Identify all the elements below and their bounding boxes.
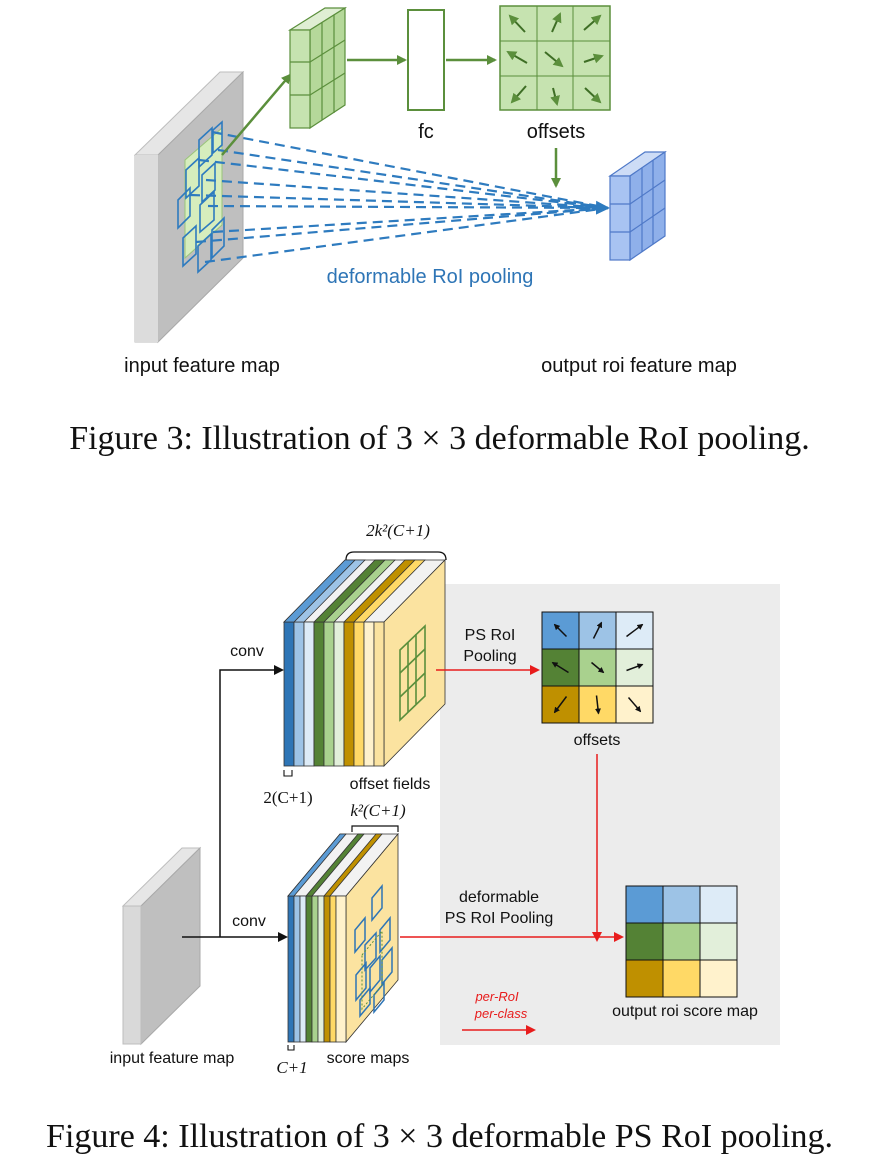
- offset-arrow-icon: [591, 661, 605, 674]
- offset-arrow-icon: [594, 695, 601, 715]
- fig4-c1-label: C+1: [276, 1058, 307, 1077]
- fig4-score-dim-label: k²(C+1): [350, 801, 406, 820]
- figure-4-caption: Figure 4: Illustration of 3 × 3 deformab…: [46, 1118, 833, 1155]
- fig4-per-class-label: per-class: [474, 1006, 528, 1021]
- offset-arrow-icon: [553, 696, 568, 714]
- fig4-output-score-grid: [625, 885, 738, 998]
- offset-arrow-icon: [627, 697, 642, 713]
- fig4-score-map-stack: [287, 832, 399, 1044]
- fig4-conv-top-arrow: [219, 665, 284, 937]
- figure-3: fc offsets: [124, 5, 737, 377]
- grid-cell: [662, 959, 701, 998]
- offset-arrow-icon: [553, 623, 568, 638]
- fig3-output-roi-block: [608, 150, 667, 262]
- fig4-output-label: output roi score map: [612, 1003, 758, 1020]
- fig4-per-roi-label: per-RoI: [474, 989, 519, 1004]
- fig4-ps-roi-label-2: Pooling: [463, 648, 516, 665]
- fig3-pooling-dashed-lines: [189, 130, 610, 264]
- offset-arrow-icon: [551, 661, 569, 674]
- fig4-offset-fields-label: offset fields: [350, 776, 431, 793]
- grid-cell: [699, 885, 738, 924]
- offset-arrow-icon: [626, 663, 644, 672]
- fig4-score-dim-bracket: [351, 825, 399, 832]
- fig4-top-dim-bracket: [345, 551, 447, 561]
- fig3-fc-box: [407, 9, 445, 111]
- fig4-offsets-grid: [541, 611, 654, 724]
- fig4-offset-dim-label: 2(C+1): [263, 788, 312, 807]
- fig4-offset-field-stack: [283, 559, 446, 767]
- fig4-offset-dim-bracket: [283, 770, 293, 777]
- grid-cell: [662, 922, 701, 961]
- grid-cell: [625, 959, 664, 998]
- fig3-roi-to-features-arrow: [221, 73, 292, 156]
- fig4-ps-roi-label-1: PS RoI: [465, 627, 516, 644]
- fig3-input-label: input feature map: [124, 355, 280, 377]
- offset-arrow-icon: [592, 621, 603, 639]
- fig4-deformable-label-1: deformable: [459, 889, 539, 906]
- figure-3-caption: Figure 3: Illustration of 3 × 3 deformab…: [69, 420, 810, 457]
- fig3-offsets-grid: [499, 5, 611, 111]
- fig4-c1-bracket: [287, 1045, 295, 1051]
- grid-cell: [625, 885, 664, 924]
- grid-cell: [625, 922, 664, 961]
- fig4-input-label: input feature map: [110, 1050, 235, 1067]
- grid-cell: [699, 922, 738, 961]
- fig3-pooled-feature-block: [287, 6, 348, 130]
- grid-cell: [699, 959, 738, 998]
- fig3-roi-region: [177, 120, 225, 274]
- fig4-input-feature-map: [121, 846, 202, 1046]
- fig4-top-dim-label: 2k²(C+1): [366, 521, 430, 540]
- fig3-fc-label: fc: [418, 121, 434, 143]
- fig4-conv-bottom-label: conv: [232, 913, 266, 930]
- figure-4: 2k²(C+1): [110, 521, 780, 1077]
- fig3-pooling-label: deformable RoI pooling: [327, 266, 534, 288]
- offset-arrow-icon: [626, 623, 644, 638]
- fig3-offsets-label: offsets: [527, 121, 586, 143]
- grid-cell: [662, 885, 701, 924]
- fig3-output-label: output roi feature map: [541, 355, 737, 377]
- fig4-conv-top-label: conv: [230, 643, 264, 660]
- fig4-score-maps-label: score maps: [327, 1050, 410, 1067]
- fig4-offsets-label: offsets: [574, 732, 621, 749]
- fig4-deformable-label-2: PS RoI Pooling: [445, 910, 554, 927]
